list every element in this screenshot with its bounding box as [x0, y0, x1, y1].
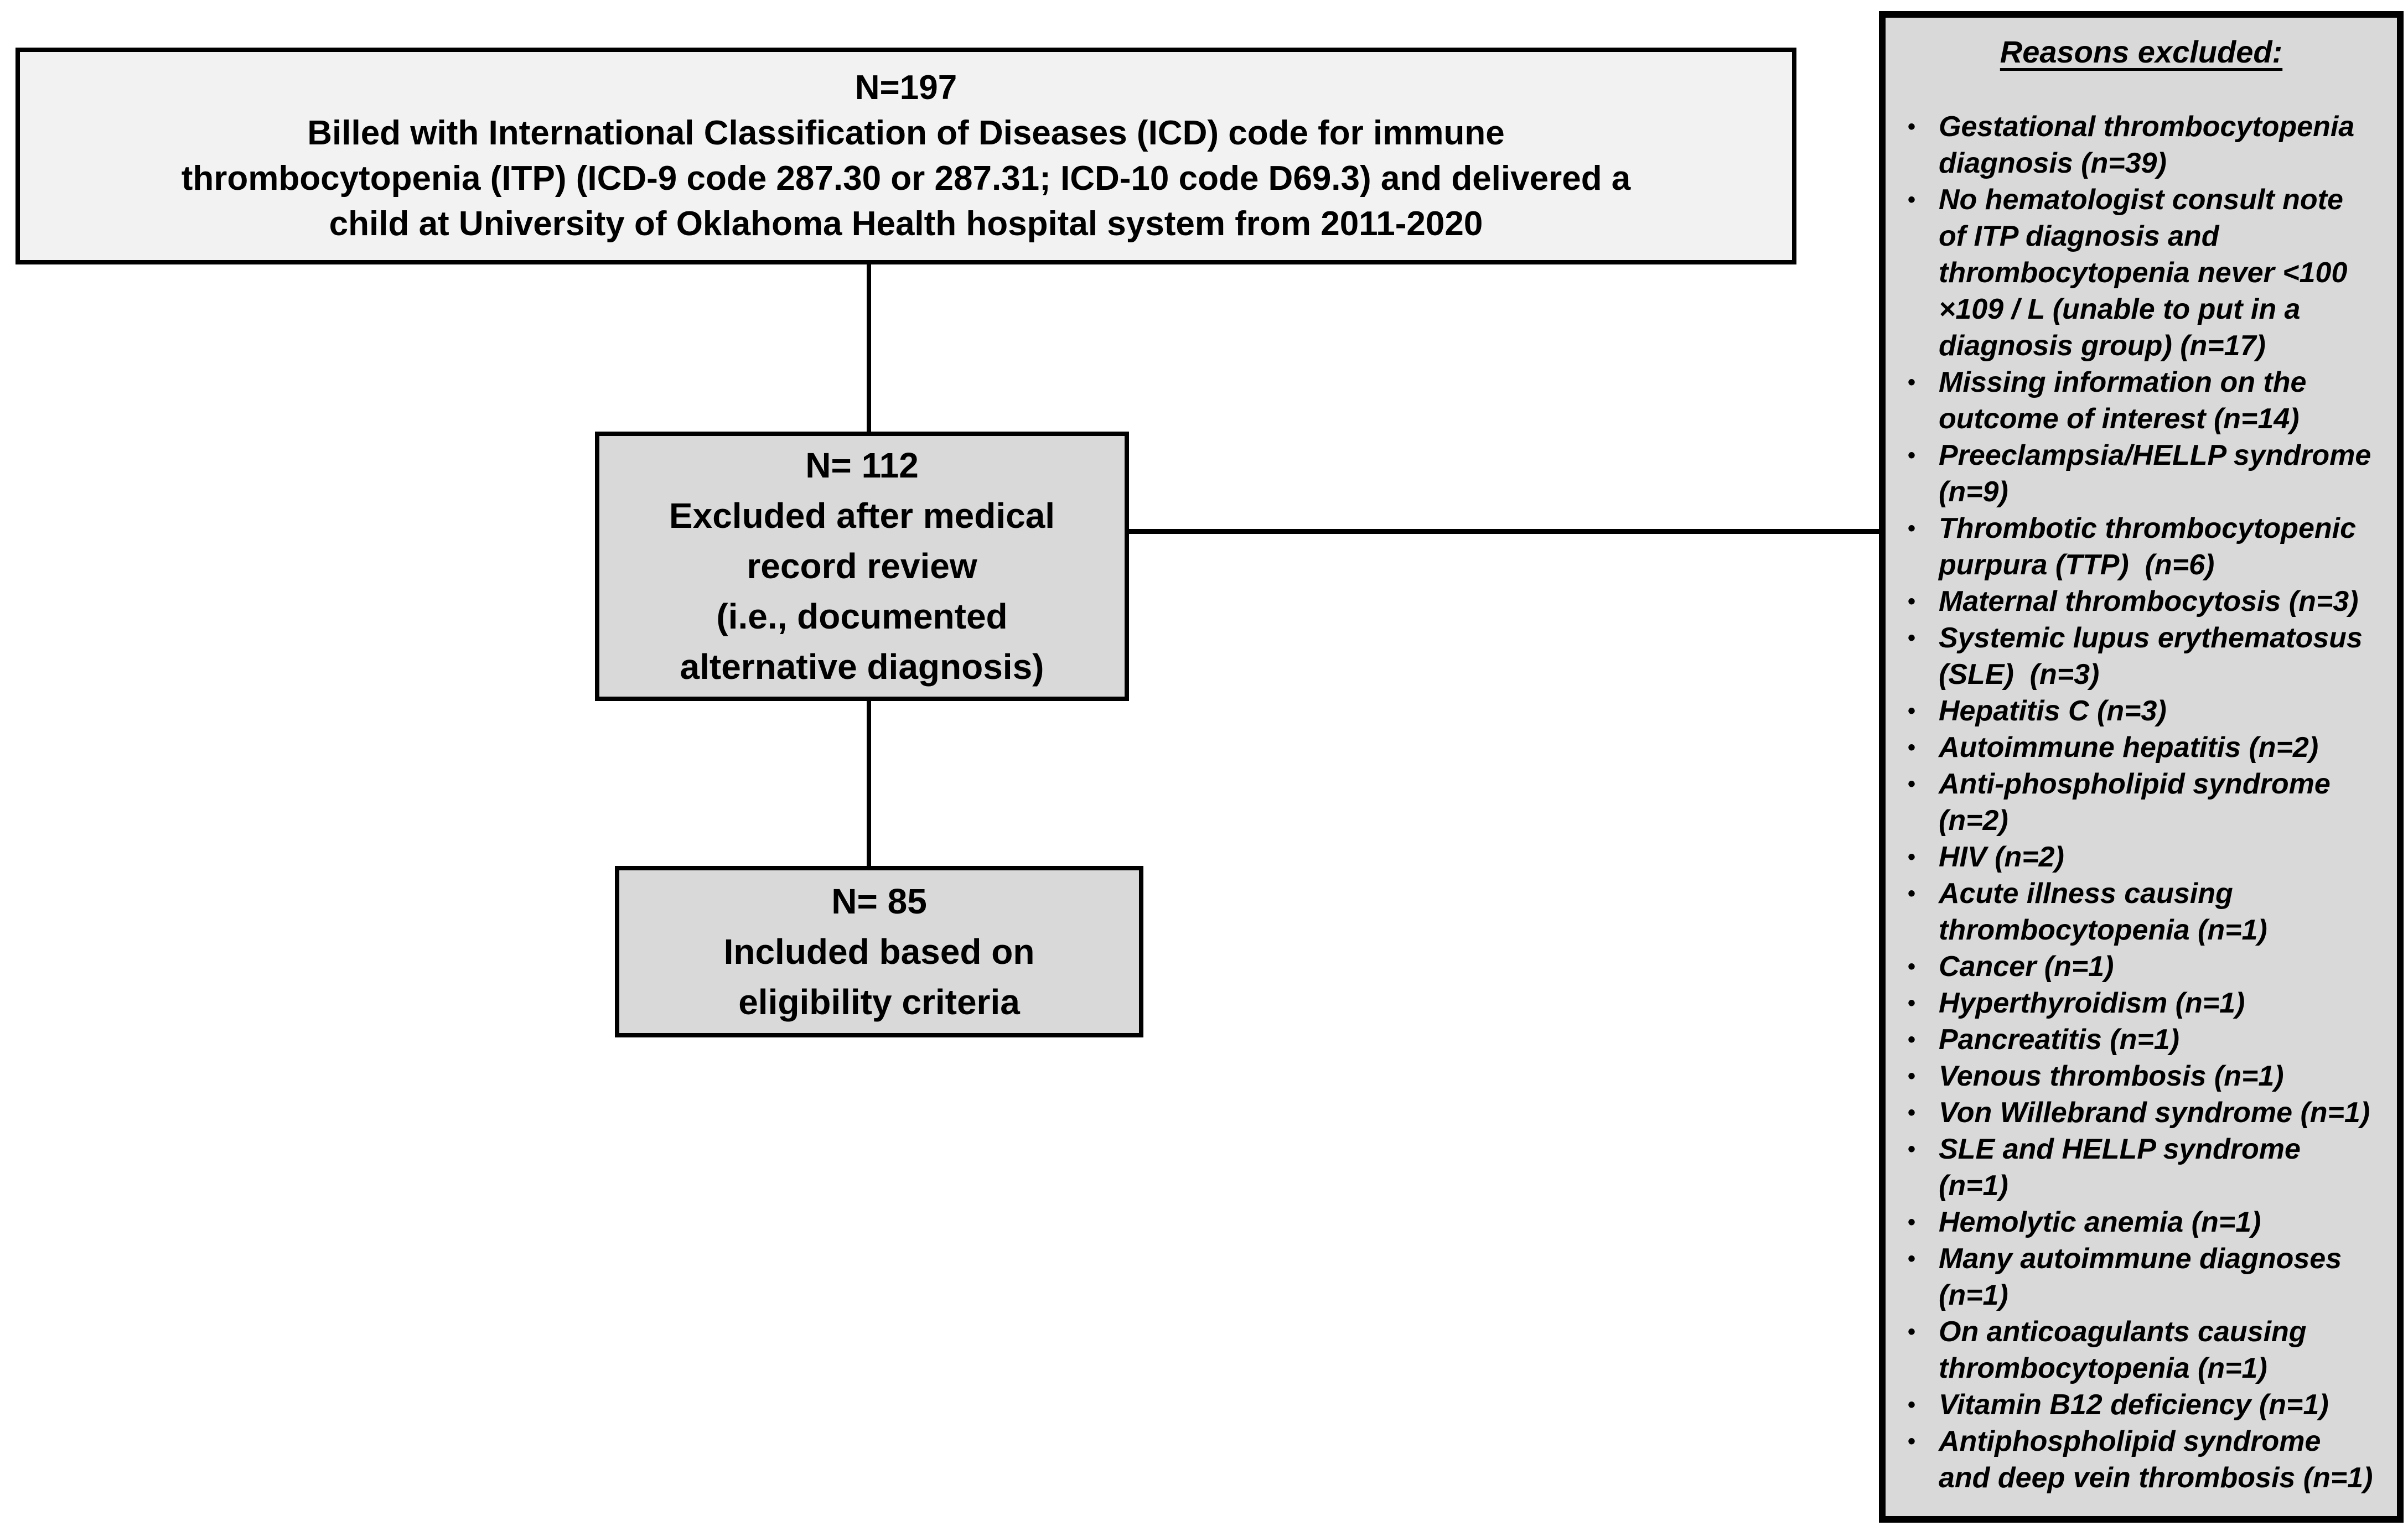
excluded-reason-item: Von Willebrand syndrome (n=1): [1903, 1094, 2375, 1131]
excluded-reason-item: Maternal thrombocytosis (n=3): [1903, 583, 2375, 620]
excluded-reason-item: Gestational thrombocytopenia diagnosis (…: [1903, 108, 2375, 181]
excluded-reason-item: Missing information on the outcome of in…: [1903, 364, 2375, 437]
initial-cohort-box: N=197 Billed with International Classifi…: [15, 48, 1796, 264]
initial-cohort-text-line: Billed with International Classification…: [307, 114, 1505, 152]
excluded-text-line: Excluded after medical: [669, 496, 1055, 536]
excluded-reason-item: Many autoimmune diagnoses (n=1): [1903, 1240, 2375, 1314]
initial-cohort-text-line: thrombocytopenia (ITP) (ICD-9 code 287.3…: [181, 159, 1631, 198]
reasons-excluded-panel: Reasons excluded: Gestational thrombocyt…: [1879, 11, 2404, 1523]
excluded-box: N= 112 Excluded after medical record rev…: [595, 432, 1129, 701]
excluded-reasons-list: Gestational thrombocytopenia diagnosis (…: [1900, 108, 2383, 1496]
excluded-reason-item: HIV (n=2): [1903, 839, 2375, 875]
excluded-reason-item: SLE and HELLP syndrome (n=1): [1903, 1131, 2375, 1204]
excluded-reason-item: Thrombotic thrombocytopenic purpura (TTP…: [1903, 510, 2375, 583]
excluded-text-line: record review: [747, 546, 977, 586]
connector-initial-to-excluded: [867, 264, 871, 434]
excluded-reason-item: Autoimmune hepatitis (n=2): [1903, 729, 2375, 766]
excluded-reason-item: Anti-phospholipid syndrome (n=2): [1903, 766, 2375, 839]
excluded-reason-item: Hepatitis C (n=3): [1903, 693, 2375, 729]
excluded-reason-item: Acute illness causing thrombocytopenia (…: [1903, 875, 2375, 948]
included-count: N= 85: [831, 881, 927, 921]
excluded-reason-item: On anticoagulants causing thrombocytopen…: [1903, 1314, 2375, 1387]
excluded-reason-item: Pancreatitis (n=1): [1903, 1021, 2375, 1058]
excluded-reason-item: Antiphospholipid syndrome and deep vein …: [1903, 1423, 2375, 1496]
excluded-reason-item: Hemolytic anemia (n=1): [1903, 1204, 2375, 1240]
excluded-text-line: alternative diagnosis): [680, 647, 1044, 687]
included-box: N= 85 Included based on eligibility crit…: [615, 866, 1143, 1037]
initial-cohort-count: N=197: [855, 69, 957, 107]
included-text-line: eligibility criteria: [738, 982, 1020, 1022]
excluded-reason-item: Systemic lupus erythematosus (SLE) (n=3): [1903, 620, 2375, 693]
excluded-count: N= 112: [805, 445, 919, 485]
excluded-reason-item: Hyperthyroidism (n=1): [1903, 985, 2375, 1021]
excluded-reason-item: Cancer (n=1): [1903, 948, 2375, 985]
excluded-text-line: (i.e., documented: [716, 596, 1008, 636]
excluded-reason-item: Vitamin B12 deficiency (n=1): [1903, 1387, 2375, 1423]
reasons-excluded-title: Reasons excluded:: [2000, 34, 2283, 69]
connector-excluded-to-included: [867, 699, 871, 868]
included-text-line: Included based on: [723, 931, 1035, 972]
excluded-reason-item: Preeclampsia/HELLP syndrome (n=9): [1903, 437, 2375, 510]
initial-cohort-text-line: child at University of Oklahoma Health h…: [329, 205, 1483, 243]
connector-excluded-to-reasons-panel: [1127, 529, 1881, 534]
excluded-reason-item: Venous thrombosis (n=1): [1903, 1058, 2375, 1094]
excluded-reason-item: No hematologist consult note of ITP diag…: [1903, 181, 2375, 364]
